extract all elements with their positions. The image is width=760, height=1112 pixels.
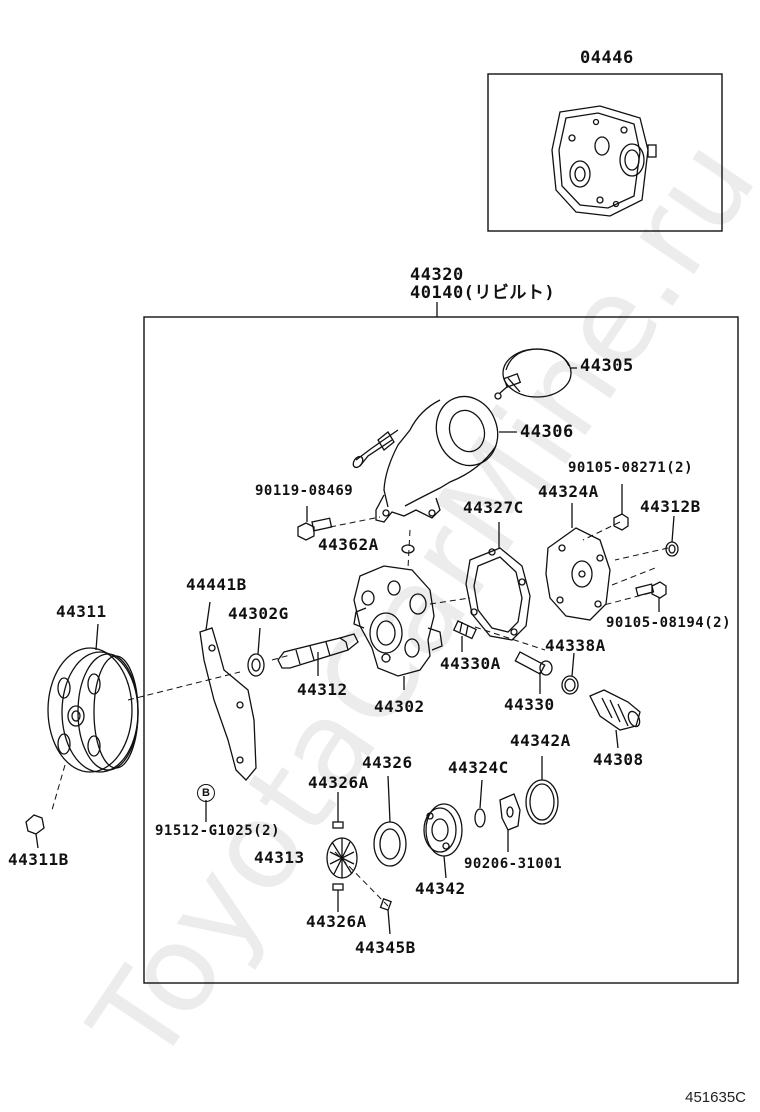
label-44312: 44312 bbox=[297, 680, 348, 699]
label-44327C: 44327C bbox=[463, 498, 524, 517]
fitting-44308-drawing bbox=[589, 689, 641, 749]
pin-44330A-drawing bbox=[452, 620, 477, 652]
figure-id: 451635C bbox=[685, 1089, 746, 1106]
vane-44326A-top bbox=[332, 821, 344, 829]
gasket-kit-box bbox=[487, 73, 723, 232]
label-44326A-top: 44326A bbox=[308, 773, 369, 792]
label-44305: 44305 bbox=[580, 356, 634, 376]
bolt-marker-b: B bbox=[197, 784, 215, 802]
label-44441B: 44441B bbox=[186, 575, 247, 594]
label-44326A-bottom: 44326A bbox=[306, 912, 367, 931]
reservoir-cap-drawing bbox=[494, 348, 577, 400]
label-90119-08469: 90119-08469 bbox=[255, 483, 354, 499]
label-44312B: 44312B bbox=[640, 497, 701, 516]
shaft-44312-drawing bbox=[277, 633, 359, 676]
label-44308: 44308 bbox=[593, 750, 644, 769]
gasket-44327C-drawing bbox=[465, 522, 531, 641]
label-44330: 44330 bbox=[504, 695, 555, 714]
label-44302G: 44302G bbox=[228, 604, 289, 623]
label-44326: 44326 bbox=[362, 753, 413, 772]
seal-44326-drawing bbox=[373, 775, 407, 867]
bolt-90119-drawing bbox=[297, 506, 333, 541]
label-44330A: 44330A bbox=[440, 654, 501, 673]
label-44306: 44306 bbox=[520, 422, 574, 442]
label-44345B: 44345B bbox=[355, 938, 416, 957]
bolt-90105-08271-drawing bbox=[613, 484, 629, 531]
label-04446: 04446 bbox=[580, 48, 634, 68]
label-90105-08271: 90105-08271(2) bbox=[568, 460, 694, 476]
ring-44312B-drawing bbox=[665, 515, 679, 557]
label-44311B: 44311B bbox=[8, 850, 69, 869]
pin-44345B-drawing bbox=[379, 898, 392, 935]
label-90206-31001: 90206-31001 bbox=[464, 856, 563, 872]
cam-ring-44342-drawing bbox=[423, 803, 463, 879]
label-44302: 44302 bbox=[374, 697, 425, 716]
pump-body-drawing bbox=[353, 565, 443, 690]
assembly-box bbox=[143, 316, 739, 984]
label-90105-08194: 90105-08194(2) bbox=[606, 615, 732, 631]
ring-44324C-drawing bbox=[474, 779, 486, 828]
label-44342: 44342 bbox=[415, 879, 466, 898]
plate-90206-drawing bbox=[499, 793, 521, 852]
nut-44311B-drawing bbox=[25, 814, 45, 849]
bracket-44441B-drawing bbox=[199, 601, 257, 781]
cover-44324A-drawing bbox=[545, 503, 611, 621]
label-44342A: 44342A bbox=[510, 731, 571, 750]
label-44324C: 44324C bbox=[448, 758, 509, 777]
bolt-90105-08194-drawing bbox=[635, 581, 667, 612]
label-44311: 44311 bbox=[56, 602, 107, 621]
gasket-kit-drawing bbox=[551, 105, 657, 217]
label-44324A: 44324A bbox=[538, 482, 599, 501]
oring-44342A-drawing bbox=[525, 756, 559, 825]
label-44362A: 44362A bbox=[318, 535, 379, 554]
bolt-marker-label: B bbox=[202, 787, 210, 799]
ring-44338A-drawing bbox=[561, 652, 579, 695]
oring-44362A bbox=[401, 544, 415, 554]
rotor-44313-drawing bbox=[326, 837, 358, 879]
label-91512-G1025: 91512-G1025(2) bbox=[155, 823, 281, 839]
label-44338A: 44338A bbox=[545, 636, 606, 655]
pulley-44311-drawing bbox=[47, 623, 139, 773]
label-44313: 44313 bbox=[254, 848, 305, 867]
label-40140: 40140(リビルト) bbox=[410, 283, 556, 303]
bearing-44302G-drawing bbox=[247, 627, 265, 677]
valve-44330-drawing bbox=[514, 651, 553, 694]
reservoir-drawing bbox=[352, 395, 517, 523]
label-44320: 44320 bbox=[410, 265, 464, 285]
vane-44326A-bottom bbox=[332, 883, 344, 891]
